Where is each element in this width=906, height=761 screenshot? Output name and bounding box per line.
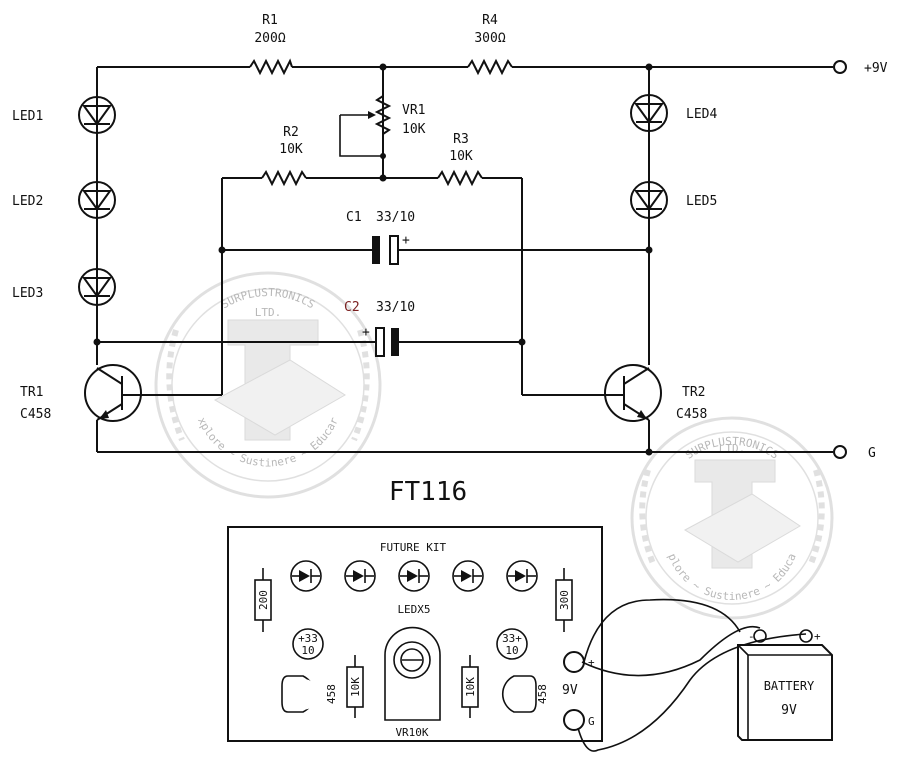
pcb-led-row xyxy=(290,560,538,592)
potentiometer-vr1 xyxy=(339,95,392,159)
battery-9v xyxy=(737,629,833,741)
r1-ref: R1 xyxy=(262,13,278,28)
pcb-resistor-300 xyxy=(555,568,573,632)
pcb-transistor-left xyxy=(281,675,318,713)
pcb-pad-g-label: G xyxy=(588,715,595,728)
vr1-ref: VR1 xyxy=(402,103,425,118)
watermark-seal-right xyxy=(630,416,834,620)
c2-ref: C2 xyxy=(344,300,360,315)
battery-voltage: 9V xyxy=(781,703,797,718)
battery-wire-plus xyxy=(581,626,761,677)
pcb-resistor-10k-right xyxy=(461,655,479,718)
pcb-pad-plus-label: + xyxy=(588,656,595,669)
battery-plus-label: + xyxy=(814,630,821,643)
watermark-ltd-left: LTD. xyxy=(255,306,282,319)
pcb-capacitor-right xyxy=(496,628,528,660)
battery-wire-top xyxy=(583,598,741,663)
pcb-tr-left-label: 458 xyxy=(325,684,338,704)
watermark-ltd-right: LTD. xyxy=(719,442,746,455)
pcb-r10k-right-label: 10K xyxy=(464,677,477,697)
pcb-pad-9v-label: 9V xyxy=(562,683,578,698)
pcb-transistor-right xyxy=(501,675,537,713)
pcb-cap-left-bottom: 10 xyxy=(301,644,314,657)
battery-minus-label: - xyxy=(748,630,755,643)
r4-value: 300Ω xyxy=(474,31,505,46)
pcb-r200-label: 200 xyxy=(257,590,270,610)
tr2-ref: TR2 xyxy=(682,385,705,400)
schematic-wires xyxy=(93,63,833,456)
c1-ref: C1 xyxy=(346,210,362,225)
capacitor-c1: + xyxy=(372,233,410,265)
led3-label: LED3 xyxy=(12,286,43,301)
resistor-r2 xyxy=(261,169,307,187)
pcb-pad-g xyxy=(563,709,585,731)
resistor-r3 xyxy=(437,169,483,187)
pcb-vr-label: VR10K xyxy=(395,726,428,739)
led1 xyxy=(78,96,116,134)
svg-text:+: + xyxy=(362,325,370,340)
r3-ref: R3 xyxy=(453,132,469,147)
pcb-kit-label: FUTURE KIT xyxy=(380,541,447,554)
r1-value: 200Ω xyxy=(254,31,285,46)
led3 xyxy=(78,268,116,306)
pcb-board xyxy=(227,526,603,742)
c2-value: 33/10 xyxy=(376,300,415,315)
terminal-ground-label: G xyxy=(868,446,876,461)
led4-label: LED4 xyxy=(686,107,717,122)
led5 xyxy=(630,181,668,219)
r2-value: 10K xyxy=(279,142,303,157)
r2-ref: R2 xyxy=(283,125,299,140)
tr1-part: C458 xyxy=(20,407,51,422)
pcb-led-label: LEDX5 xyxy=(397,603,430,616)
led1-label: LED1 xyxy=(12,109,43,124)
resistor-r1 xyxy=(249,58,293,76)
c1-value: 33/10 xyxy=(376,210,415,225)
r3-value: 10K xyxy=(449,149,473,164)
watermark-seal-left xyxy=(154,271,382,499)
svg-text:+: + xyxy=(402,233,410,248)
r4-ref: R4 xyxy=(482,13,498,28)
tr2-part: C458 xyxy=(676,407,707,422)
pcb-cap-right-bottom: 10 xyxy=(505,644,518,657)
terminal-plus-9v xyxy=(833,60,847,74)
capacitor-c2: + xyxy=(362,325,399,357)
pcb-cap-right-top: 33+ xyxy=(502,632,522,645)
pcb-cap-left-top: +33 xyxy=(298,632,318,645)
transistor-tr2 xyxy=(604,364,662,422)
diagram-title: FT116 xyxy=(389,477,467,507)
terminal-plus-label: +9V xyxy=(864,61,888,76)
pcb-r300-label: 300 xyxy=(558,590,571,610)
pcb-r10k-left-label: 10K xyxy=(349,677,362,697)
led5-label: LED5 xyxy=(686,194,717,209)
pcb-trimmer-vr10k xyxy=(384,626,441,721)
led2-label: LED2 xyxy=(12,194,43,209)
pcb-resistor-10k-left xyxy=(346,655,364,718)
tr1-ref: TR1 xyxy=(20,385,43,400)
terminal-ground xyxy=(833,445,847,459)
pcb-tr-right-label: 458 xyxy=(536,684,549,704)
transistor-tr1 xyxy=(84,364,142,422)
vr1-value: 10K xyxy=(402,122,426,137)
led2 xyxy=(78,181,116,219)
led4 xyxy=(630,94,668,132)
pcb-resistor-200 xyxy=(254,568,272,632)
resistor-r4 xyxy=(467,58,513,76)
battery-label: BATTERY xyxy=(764,679,815,693)
pcb-capacitor-left xyxy=(292,628,324,660)
